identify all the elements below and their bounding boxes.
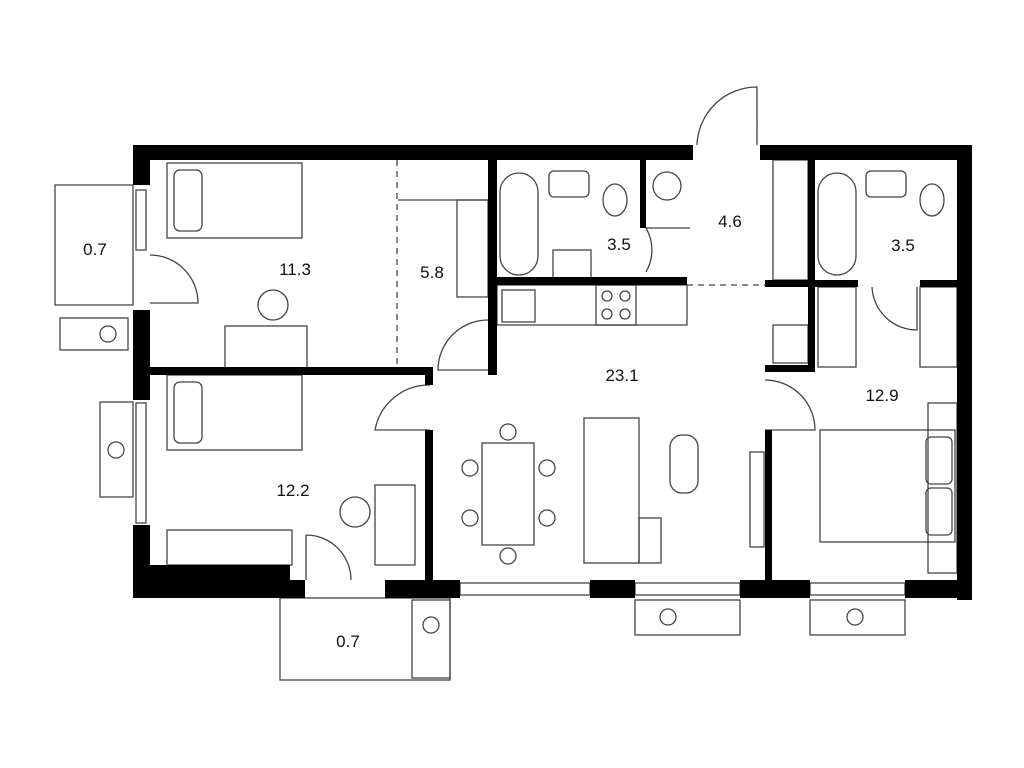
bed [166, 162, 303, 239]
tv-stand [749, 451, 765, 548]
wardrobe [919, 286, 958, 368]
bathtub [817, 172, 857, 276]
ac-unit [411, 599, 451, 679]
room-area-bedroom-2: 12.2 [276, 481, 310, 500]
room-area-balcony-top-left: 0.7 [83, 240, 107, 259]
desk [224, 325, 308, 369]
shelf [166, 529, 293, 566]
toilet [919, 183, 945, 217]
toilet [602, 183, 628, 217]
room-area-hallway: 4.6 [718, 212, 742, 231]
fixtures [54, 86, 958, 681]
balcony-bottom-outline [279, 597, 451, 681]
fan-icon [107, 441, 125, 459]
fridge [772, 324, 809, 364]
wardrobe [772, 159, 809, 281]
kitchen-sink [501, 289, 536, 323]
room-area-bathroom-2: 3.5 [891, 236, 915, 255]
room-area-closet: 5.8 [420, 263, 444, 282]
desk [374, 484, 416, 566]
stove [595, 284, 637, 326]
room-area-living-kitchen: 23.1 [605, 366, 639, 385]
room-area-bathroom-1: 3.5 [607, 235, 631, 254]
coffee-table [669, 434, 699, 494]
room-area-bedroom-master: 12.9 [865, 386, 899, 405]
wardrobe [817, 286, 857, 368]
sink [865, 170, 907, 198]
washing-machine [552, 249, 592, 279]
kitchen-counter [496, 284, 688, 326]
boiler [652, 171, 682, 201]
room-area-balcony-bottom: 0.7 [336, 632, 360, 651]
room-area-bedroom-1: 11.3 [279, 260, 311, 279]
balcony-top-left-outline [54, 184, 134, 306]
ac-unit [99, 401, 134, 498]
fan-icon [422, 616, 440, 634]
chair [339, 496, 371, 528]
sofa [583, 417, 640, 564]
fan-icon [659, 608, 677, 626]
double-bed [819, 429, 956, 543]
chair [257, 289, 289, 321]
ac-unit [59, 317, 129, 351]
bed [166, 374, 303, 451]
bathtub [499, 172, 539, 276]
fan-icon [846, 608, 864, 626]
ac-unit [809, 599, 906, 636]
fan-icon [99, 325, 117, 343]
ac-unit [634, 599, 741, 636]
sink [548, 170, 590, 198]
walls [133, 145, 972, 600]
dining-table [481, 442, 535, 546]
